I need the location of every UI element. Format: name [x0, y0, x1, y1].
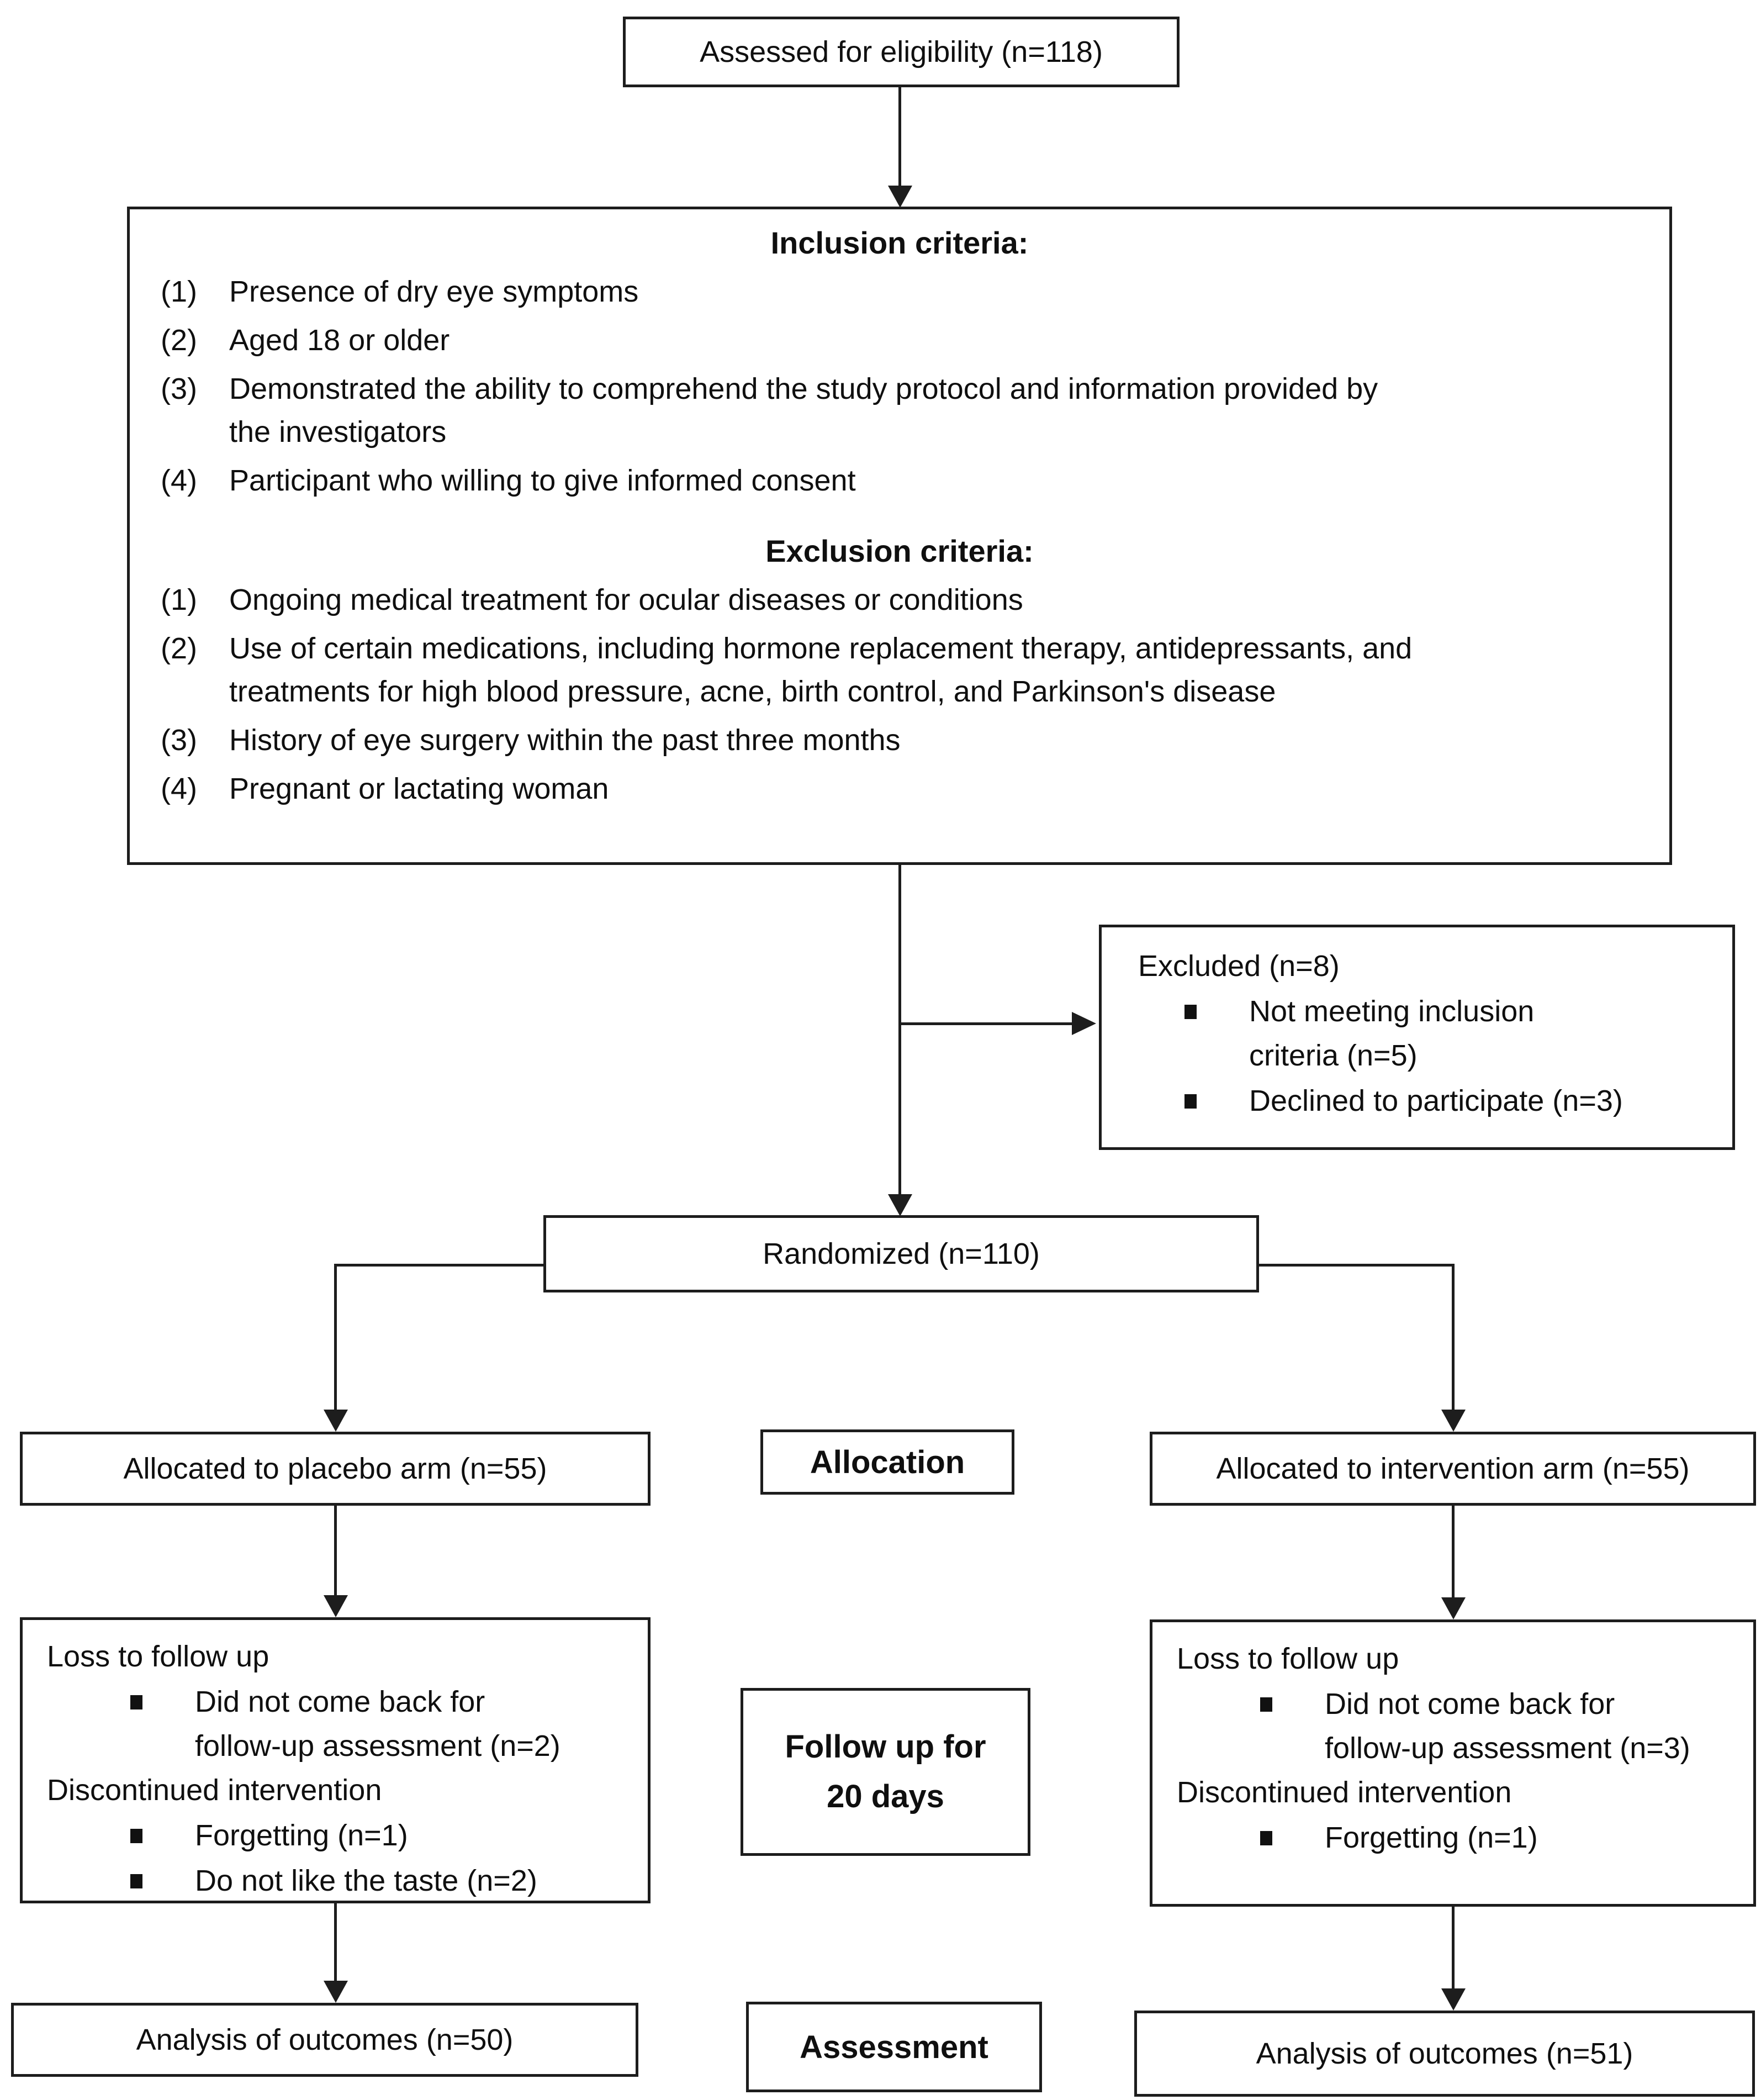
line-randomized-left	[335, 1264, 543, 1267]
analysis-placebo-box: Analysis of outcomes (n=50)	[11, 2003, 638, 2077]
bullet-square-icon	[1184, 1094, 1197, 1109]
allocation-stage-box: Allocation	[760, 1429, 1014, 1495]
line-to-placebo-arm	[334, 1264, 337, 1410]
randomized-box: Randomized (n=110)	[543, 1215, 1259, 1292]
analysis-placebo-label: Analysis of outcomes (n=50)	[136, 2023, 514, 2056]
arrow-down-icon	[888, 186, 912, 208]
item-number: (1)	[161, 275, 197, 308]
allocated-intervention-box: Allocated to intervention arm (n=55)	[1150, 1432, 1756, 1506]
bullet-square-icon	[130, 1695, 142, 1709]
followup-stage-label-line2: 20 days	[827, 1779, 944, 1814]
analysis-intervention-label: Analysis of outcomes (n=51)	[1256, 2037, 1633, 2070]
exclusion-item-2: (2) Use of certain medications, includin…	[130, 627, 1669, 713]
bullet-text: Forgetting (n=1)	[195, 1819, 408, 1852]
discontinued-heading: Discontinued intervention	[47, 1774, 382, 1807]
bullet-square-icon	[130, 1829, 142, 1843]
inclusion-item-1: (1) Presence of dry eye symptoms	[130, 270, 1669, 313]
exclusion-criteria-title: Exclusion criteria:	[765, 534, 1034, 568]
allocated-placebo-label: Allocated to placebo arm (n=55)	[123, 1452, 547, 1485]
exclusion-item-4: (4) Pregnant or lactating woman	[130, 767, 1669, 810]
assessed-eligibility-box: Assessed for eligibility (n=118)	[623, 17, 1180, 87]
item-text: Use of certain medications, including ho…	[229, 632, 1413, 708]
item-text: Presence of dry eye symptoms	[229, 275, 639, 308]
analysis-intervention-box: Analysis of outcomes (n=51)	[1134, 2011, 1755, 2097]
allocated-placebo-box: Allocated to placebo arm (n=55)	[20, 1432, 651, 1506]
line-intervention-to-analysis	[1452, 1907, 1455, 1990]
spacer	[130, 508, 1669, 530]
line-to-intervention-arm	[1452, 1264, 1455, 1410]
inclusion-item-3: (3) Demonstrated the ability to comprehe…	[130, 367, 1669, 453]
loss-to-followup-heading: Loss to follow up	[47, 1640, 269, 1673]
excluded-bullet-1: Not meeting inclusion criteria (n=5)	[1184, 989, 1732, 1078]
line-criteria-to-randomized	[898, 865, 901, 1194]
bullet-square-icon	[130, 1874, 142, 1888]
excluded-box: Excluded (n=8) Not meeting inclusion cri…	[1099, 925, 1735, 1150]
arrow-right-icon	[1072, 1012, 1096, 1035]
assessed-eligibility-label: Assessed for eligibility (n=118)	[700, 35, 1103, 68]
discontinued-heading: Discontinued intervention	[1177, 1776, 1512, 1809]
bullet-text: Do not like the taste (n=2)	[195, 1864, 537, 1897]
assessment-stage-label: Assessment	[800, 2029, 988, 2065]
followup-placebo-box: Loss to follow up Did not come back for …	[20, 1617, 651, 1903]
item-number: (4)	[161, 464, 197, 497]
bullet-text: Forgetting (n=1)	[1325, 1821, 1538, 1854]
line-to-excluded	[900, 1022, 1072, 1025]
inclusion-item-4: (4) Participant who willing to give info…	[130, 459, 1669, 502]
followup-placebo-bullet-1: Did not come back for follow-up assessme…	[130, 1680, 648, 1768]
assessment-stage-box: Assessment	[746, 2002, 1042, 2092]
item-number: (3)	[161, 372, 197, 405]
arrow-down-icon	[324, 1595, 348, 1617]
bullet-text: Not meeting inclusion criteria (n=5)	[1249, 995, 1535, 1072]
followup-stage-label-line1: Follow up for	[785, 1729, 986, 1765]
item-text: Demonstrated the ability to comprehend t…	[229, 372, 1378, 449]
item-number: (4)	[161, 772, 197, 805]
bullet-text: Did not come back for follow-up assessme…	[1325, 1687, 1690, 1765]
allocated-intervention-label: Allocated to intervention arm (n=55)	[1216, 1452, 1690, 1485]
criteria-box: Inclusion criteria: (1) Presence of dry …	[127, 207, 1672, 865]
allocation-stage-label: Allocation	[810, 1444, 965, 1480]
arrow-down-icon	[324, 1981, 348, 2003]
bullet-square-icon	[1260, 1697, 1272, 1712]
randomized-label: Randomized (n=110)	[763, 1237, 1040, 1270]
followup-placebo-bullet-2: Forgetting (n=1)	[130, 1813, 648, 1858]
item-text: History of eye surgery within the past t…	[229, 724, 901, 757]
followup-intervention-box: Loss to follow up Did not come back for …	[1150, 1619, 1756, 1907]
excluded-title: Excluded (n=8)	[1138, 949, 1340, 983]
arrow-down-icon	[1441, 1597, 1466, 1619]
followup-intervention-bullet-2: Forgetting (n=1)	[1260, 1816, 1753, 1860]
line-randomized-right	[1259, 1264, 1453, 1267]
item-text: Aged 18 or older	[229, 324, 450, 357]
followup-placebo-bullet-3: Do not like the taste (n=2)	[130, 1859, 648, 1903]
bullet-text: Declined to participate (n=3)	[1249, 1084, 1623, 1117]
exclusion-item-3: (3) History of eye surgery within the pa…	[130, 719, 1669, 762]
inclusion-item-2: (2) Aged 18 or older	[130, 319, 1669, 362]
exclusion-item-1: (1) Ongoing medical treatment for ocular…	[130, 578, 1669, 621]
item-text: Pregnant or lactating woman	[229, 772, 609, 805]
line-placebo-to-analysis	[334, 1903, 337, 1982]
followup-intervention-bullet-1: Did not come back for follow-up assessme…	[1260, 1682, 1753, 1770]
bullet-text: Did not come back for follow-up assessme…	[195, 1685, 560, 1763]
arrow-down-icon	[888, 1194, 912, 1216]
line-placebo-to-followup	[334, 1506, 337, 1595]
arrow-down-icon	[324, 1410, 348, 1432]
excluded-bullet-2: Declined to participate (n=3)	[1184, 1079, 1732, 1123]
loss-to-followup-heading: Loss to follow up	[1177, 1642, 1399, 1675]
bullet-square-icon	[1184, 1005, 1197, 1019]
inclusion-criteria-title: Inclusion criteria:	[770, 225, 1029, 260]
item-number: (3)	[161, 724, 197, 757]
arrow-down-icon	[1441, 1988, 1466, 2011]
bullet-square-icon	[1260, 1831, 1272, 1845]
item-number: (1)	[161, 583, 197, 616]
arrow-down-icon	[1441, 1410, 1466, 1432]
item-number: (2)	[161, 632, 197, 665]
line-intervention-to-followup	[1452, 1506, 1455, 1597]
item-text: Participant who willing to give informed…	[229, 464, 856, 497]
followup-stage-box: Follow up for 20 days	[741, 1688, 1030, 1856]
item-number: (2)	[161, 324, 197, 357]
line-assessed-to-criteria	[898, 87, 901, 186]
item-text: Ongoing medical treatment for ocular dis…	[229, 583, 1023, 616]
